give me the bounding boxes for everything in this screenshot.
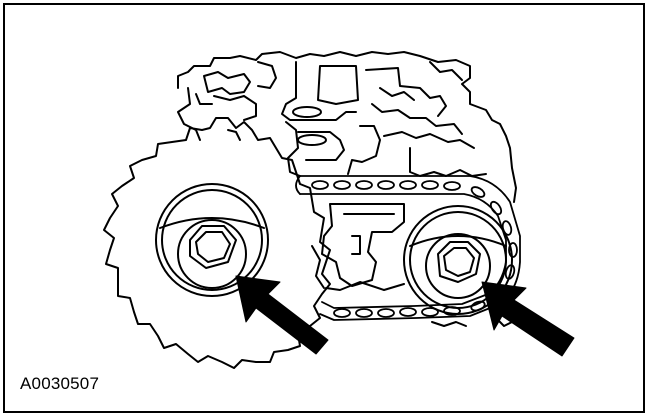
- right-sprocket: [403, 205, 513, 327]
- engine-block: [177, 51, 517, 203]
- arrow-icon: [235, 275, 329, 355]
- arrow-icon: [481, 281, 575, 357]
- left-sprocket: [103, 117, 331, 369]
- chain-guide: [311, 203, 405, 291]
- figure-id-label: A0030507: [20, 374, 100, 393]
